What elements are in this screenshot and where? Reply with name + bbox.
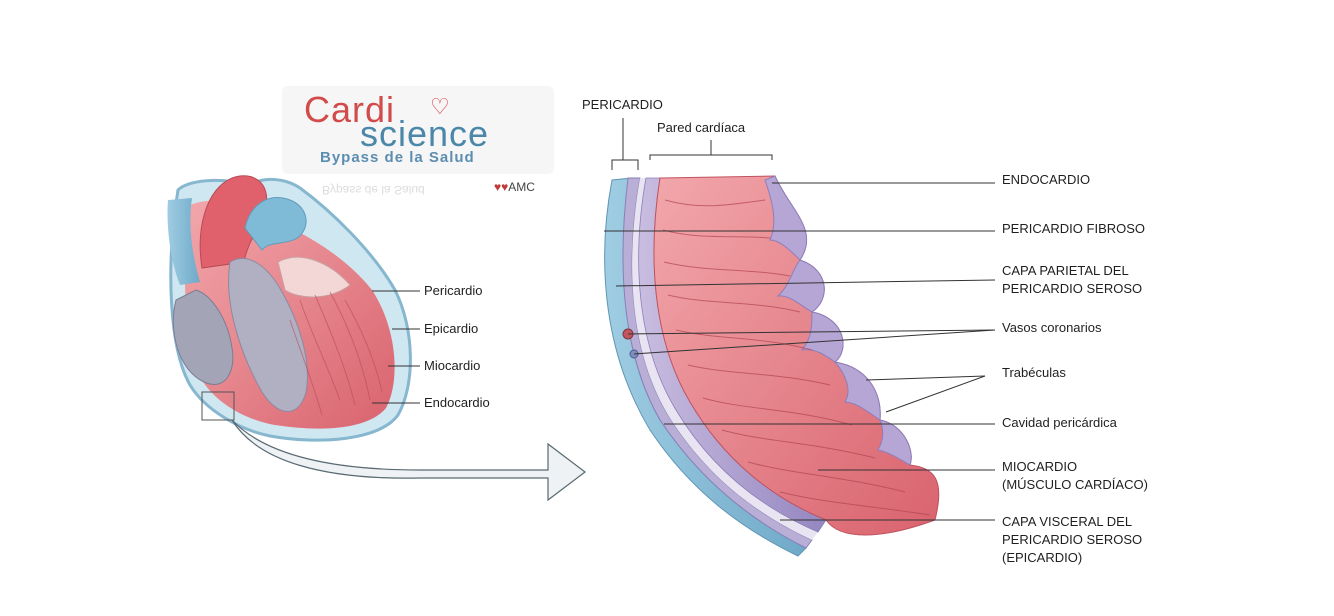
amc-heart-icon: ♥♥	[494, 180, 508, 194]
label-miocardio: Miocardio	[424, 357, 480, 375]
label-trabeculas: Trabéculas	[1002, 364, 1066, 382]
label-miocardio-1: MIOCARDIO	[1002, 458, 1077, 476]
label-capa-visceral-3: (EPICARDIO)	[1002, 549, 1082, 567]
label-capa-visceral-1: CAPA VISCERAL DEL	[1002, 513, 1132, 531]
label-top-pericardio: PERICARDIO	[582, 96, 663, 114]
heart-illustration	[168, 176, 411, 440]
logo-word-science: science	[360, 116, 489, 152]
amc-text: AMC	[508, 180, 535, 194]
label-pared-cardiaca: Pared cardíaca	[657, 119, 745, 137]
label-endocardio-right: ENDOCARDIO	[1002, 171, 1090, 189]
label-capa-parietal-1: CAPA PARIETAL DEL	[1002, 262, 1129, 280]
label-epicardio: Epicardio	[424, 320, 478, 338]
amc-brand: ♥♥AMC	[494, 180, 535, 194]
label-capa-visceral-2: PERICARDIO SEROSO	[1002, 531, 1142, 549]
label-cavidad-pericardica: Cavidad pericárdica	[1002, 414, 1117, 432]
label-pericardio: Pericardio	[424, 282, 483, 300]
wall-section-illustration	[605, 176, 939, 556]
logo-tagline: Bypass de la Salud	[320, 149, 475, 166]
logo-watermark: Bypass de la Salud	[322, 183, 425, 197]
label-pericardio-fibroso: PERICARDIO FIBROSO	[1002, 220, 1145, 238]
label-vasos-coronarios: Vasos coronarios	[1002, 319, 1101, 337]
label-endocardio: Endocardio	[424, 394, 490, 412]
label-miocardio-2: (MÚSCULO CARDÍACO)	[1002, 476, 1148, 494]
label-capa-parietal-2: PERICARDIO SEROSO	[1002, 280, 1142, 298]
